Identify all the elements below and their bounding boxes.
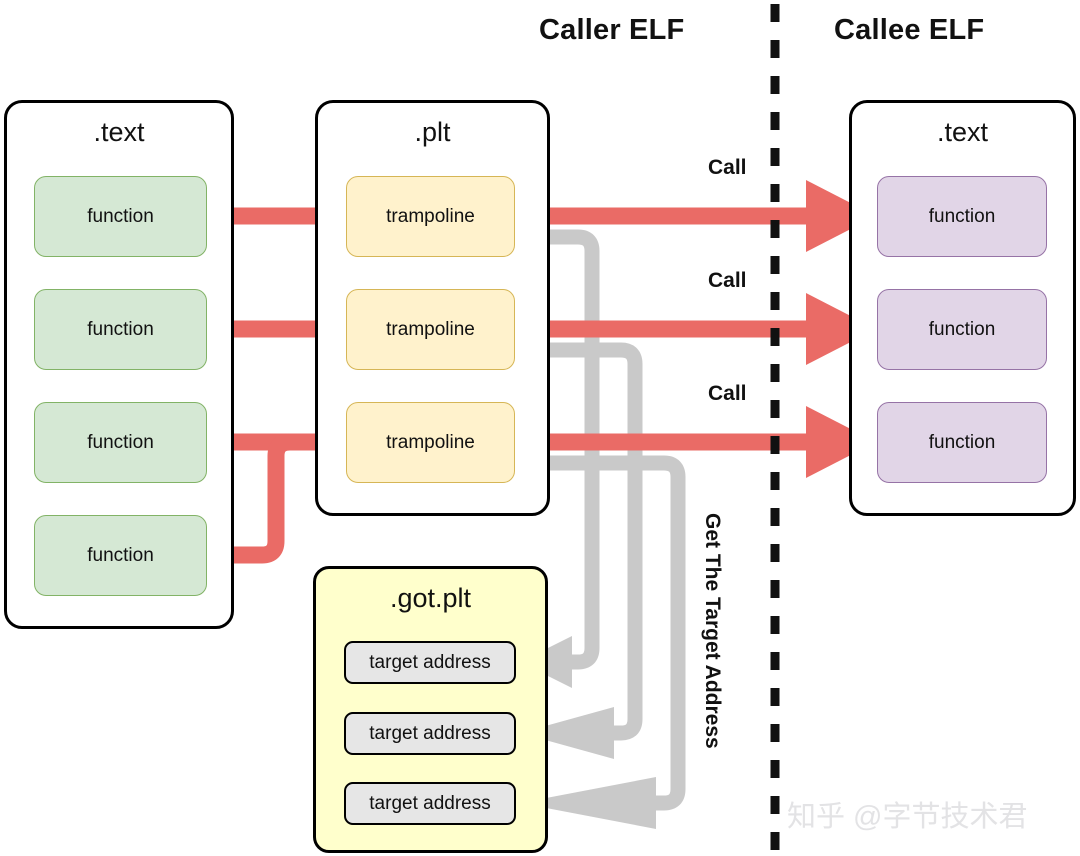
- trampoline-3[interactable]: trampoline: [346, 402, 515, 483]
- call-label-3: Call: [708, 382, 747, 405]
- lookup-arrowhead-2: [520, 707, 614, 759]
- call-label-2: Call: [708, 269, 747, 292]
- trampoline-3-label: trampoline: [386, 431, 475, 453]
- caller-function-4[interactable]: function: [34, 515, 207, 596]
- callee-function-2[interactable]: function: [877, 289, 1047, 370]
- got-entry-3[interactable]: target address: [344, 782, 516, 825]
- caller-function-3-label: function: [87, 431, 154, 453]
- callee-function-3-label: function: [928, 431, 996, 453]
- got-plt-title: .got.plt: [389, 583, 472, 613]
- caller-function-3[interactable]: function: [34, 402, 207, 483]
- callee-text-title: .text: [936, 117, 989, 147]
- lookup-label: Get The Target Address: [701, 513, 724, 749]
- got-entry-1[interactable]: target address: [344, 641, 516, 684]
- trampoline-1[interactable]: trampoline: [346, 176, 515, 257]
- callee-function-3[interactable]: function: [877, 402, 1047, 483]
- call-arrowhead-3: [806, 406, 876, 478]
- caller-function-1[interactable]: function: [34, 176, 207, 257]
- call-arrowheads: [806, 180, 876, 478]
- got-entry-2[interactable]: target address: [344, 712, 516, 755]
- watermark: 知乎 @字节技术君: [787, 801, 1028, 833]
- caller-function-4-label: function: [87, 544, 154, 566]
- caller-text-title: .text: [93, 117, 145, 147]
- call-arrowhead-1: [806, 180, 876, 252]
- lookup-path-3: [515, 455, 686, 811]
- trampoline-2[interactable]: trampoline: [346, 289, 515, 370]
- lookup-path-2: [515, 342, 643, 741]
- caller-function-2-label: function: [87, 318, 154, 340]
- got-entry-2-label: target address: [369, 722, 491, 744]
- call-arrowhead-2: [806, 293, 876, 365]
- callee-function-1[interactable]: function: [877, 176, 1047, 257]
- trampoline-1-label: trampoline: [386, 205, 475, 227]
- got-entry-1-label: target address: [369, 651, 491, 673]
- call-label-1: Call: [708, 156, 747, 179]
- plt-title: .plt: [414, 117, 451, 147]
- lookup-arrowhead-3: [520, 777, 656, 829]
- caller-function-1-label: function: [87, 205, 154, 227]
- callee-function-1-label: function: [928, 205, 996, 227]
- call-path-4: [207, 433, 352, 564]
- callee-elf-title: Callee ELF: [834, 14, 985, 46]
- trampoline-2-label: trampoline: [386, 318, 475, 340]
- callee-function-2-label: function: [928, 318, 996, 340]
- caller-elf-title: Caller ELF: [539, 14, 685, 46]
- got-entry-3-label: target address: [369, 792, 491, 814]
- caller-function-2[interactable]: function: [34, 289, 207, 370]
